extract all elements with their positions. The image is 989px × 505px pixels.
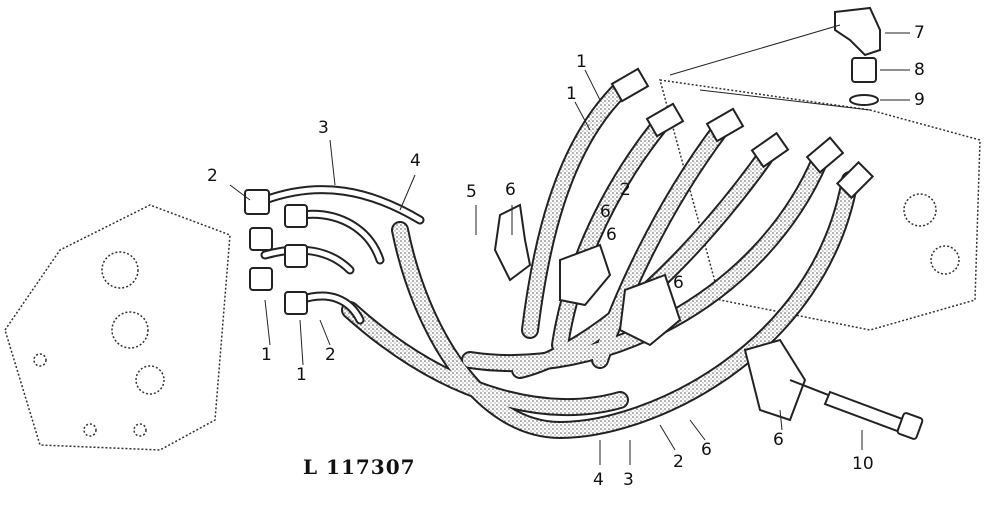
callout-2a: 2 [207,166,218,186]
leader-lines [229,24,910,465]
callout-1a: 1 [576,52,587,72]
hoses [260,81,859,440]
callout-2d: 2 [673,452,684,472]
callout-4b: 4 [593,470,604,490]
callout-5: 5 [466,182,477,202]
callout-2b: 2 [620,180,631,200]
callout-6e: 6 [773,430,784,450]
clamps [493,203,807,422]
callout-6a: 6 [505,180,516,200]
callout-1b: 1 [566,84,577,104]
bolt [789,379,924,440]
callout-8: 8 [914,60,925,80]
callout-10: 10 [852,454,874,474]
callout-2c: 2 [325,345,336,365]
callout-6d: 6 [673,273,684,293]
callout-4a: 4 [410,151,421,171]
left-valve-block [4,204,231,451]
figure-code: L 117307 [303,455,416,479]
callout-1d: 1 [296,365,307,385]
callout-6b: 6 [600,202,611,222]
fittings [244,67,875,315]
callout-1c: 1 [261,345,272,365]
callout-6c: 6 [606,225,617,245]
callout-6f: 6 [701,440,712,460]
callout-3a: 3 [318,118,329,138]
callout-9: 9 [914,90,925,110]
callout-7: 7 [914,23,925,43]
callout-3b: 3 [623,470,634,490]
elbow-fitting [834,6,881,106]
